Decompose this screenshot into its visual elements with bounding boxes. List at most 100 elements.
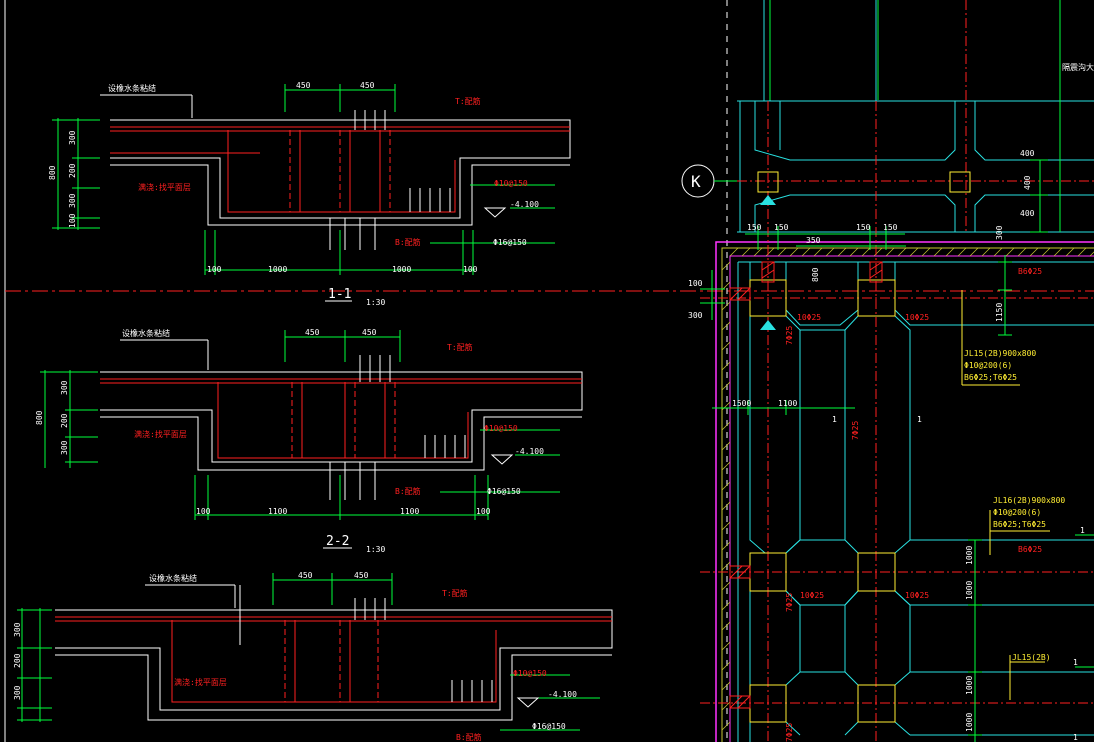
column [949, 171, 971, 193]
top-note: 隔震沟大样 [1062, 62, 1094, 72]
dim-top-1: 450 [296, 81, 311, 90]
dim-left-2: 200 [13, 653, 22, 668]
dim: 1150 [995, 303, 1004, 322]
beam3-label: JL15(2B) [1012, 653, 1051, 662]
section-3: 450 450 300 200 300 设橡水条粘结 T:配筋 满浇:找平面层 … [13, 571, 613, 742]
dim-top-2: 450 [362, 328, 377, 337]
foundation-plan: K [681, 0, 1094, 742]
bar-label: Φ16@150 [487, 487, 521, 496]
column [857, 279, 896, 317]
top-rebar-label: T:配筋 [447, 342, 473, 352]
dim-bottom-3: 1000 [392, 265, 411, 274]
section-title: 2-2 [326, 534, 349, 549]
dim: 1100 [778, 399, 797, 408]
dim: 150 [856, 223, 871, 232]
bottom-rebar-label: B:配筋 [395, 486, 421, 496]
dim-left-total: 800 [48, 165, 57, 180]
dim-left-1: 300 [68, 130, 77, 145]
beam1-label: JL15(2B)900x800 [964, 349, 1036, 358]
dim: 300 [995, 225, 1004, 240]
elevation-label: -4.100 [510, 200, 539, 209]
dim: 300 [688, 311, 703, 320]
dim-left-total: 800 [35, 410, 44, 425]
beam1-rebar: B6Φ25;T6Φ25 [964, 373, 1017, 382]
dim-left-3: 300 [60, 440, 69, 455]
dim-left-2: 200 [68, 163, 77, 178]
dim-left-3: 300 [68, 193, 77, 208]
dim-top-2: 450 [360, 81, 375, 90]
axis-label: K [691, 172, 701, 191]
column [757, 171, 779, 193]
rebar-label: 7Φ25 [785, 723, 794, 742]
section-scale: 1:30 [366, 298, 385, 307]
elevation-label: -4.100 [515, 447, 544, 456]
elevation-label: -4.100 [548, 690, 577, 699]
section-2-2: 450 450 100 1100 1100 100 300 200 300 80… [35, 328, 583, 554]
rebar-label: 10Φ25 [797, 313, 821, 322]
beam1-stirrup: Φ10@200(6) [964, 361, 1012, 370]
stirrup-label: Φ10@150 [494, 179, 528, 188]
dim: 150 [747, 223, 762, 232]
leader-ticks [100, 94, 451, 250]
fill-label: 满浇:找平面层 [138, 182, 191, 192]
dim: 350 [806, 236, 821, 245]
section-mark: 1 [832, 415, 837, 424]
rebar-label: B6Φ25 [1018, 267, 1042, 276]
beam2-rebar: B6Φ25;T6Φ25 [993, 520, 1046, 529]
dim: 1000 [965, 546, 974, 565]
beam2-stirrup: Φ10@200(6) [993, 508, 1041, 517]
cushion-outline [110, 164, 570, 226]
dim: 150 [774, 223, 789, 232]
top-rebar-label: T:配筋 [455, 96, 481, 106]
fill-label: 满浇:找平面层 [134, 429, 187, 439]
dim-left-2: 200 [60, 413, 69, 428]
top-rebar-label: T:配筋 [442, 588, 468, 598]
bar-label: Φ16@150 [532, 722, 566, 731]
cushion-outline [100, 416, 582, 471]
section-mark: 1 [1073, 658, 1078, 667]
beam2-label: JL16(2B)900x800 [993, 496, 1065, 505]
dim: 400 [1020, 149, 1035, 158]
dim-top-2: 450 [354, 571, 369, 580]
dim: 1000 [965, 713, 974, 732]
section-outline [100, 371, 583, 463]
dim-bottom-4: 100 [476, 507, 491, 516]
bottom-rebar-label: B:配筋 [395, 237, 421, 247]
section-mark: 1 [1080, 526, 1085, 535]
waterstop-label: 设橡水条粘结 [108, 83, 156, 93]
column [857, 684, 896, 723]
dim: 800 [811, 267, 820, 282]
dim-top-1: 450 [298, 571, 313, 580]
bar-label: Φ16@150 [493, 238, 527, 247]
dim-left-4: 100 [68, 213, 77, 228]
section-mark: 1 [917, 415, 922, 424]
section-mark: 1 [1073, 733, 1078, 742]
dim-bottom-2: 1000 [268, 265, 287, 274]
section-1-1: 450 450 100 1000 1000 100 300 200 300 10… [48, 81, 571, 307]
fill-label: 满浇:找平面层 [174, 677, 227, 687]
dim: 1000 [965, 581, 974, 600]
rebar-label: 7Φ25 [851, 421, 860, 440]
rebar-label: 10Φ25 [905, 591, 929, 600]
bottom-rebar-label: B:配筋 [456, 732, 482, 742]
stirrup-label: Φ10@150 [484, 424, 518, 433]
dim-bottom-1: 100 [196, 507, 211, 516]
dim-left-3: 300 [13, 685, 22, 700]
dim-bottom-1: 100 [207, 265, 222, 274]
rebar-label: 10Φ25 [800, 591, 824, 600]
dim-left-1: 300 [60, 380, 69, 395]
section-scale: 1:30 [366, 545, 385, 554]
dim: 400 [1023, 175, 1032, 190]
column [857, 552, 896, 592]
waterstop-label: 设橡水条粘结 [122, 328, 170, 338]
section-outline [110, 119, 571, 219]
dim-bottom-2: 1100 [268, 507, 287, 516]
dim-left-1: 300 [13, 622, 22, 637]
dim: 150 [883, 223, 898, 232]
dim: 100 [688, 279, 703, 288]
stirrup-label: Φ10@150 [513, 669, 547, 678]
dim-bottom-4: 100 [463, 265, 478, 274]
rebar-label: 10Φ25 [905, 313, 929, 322]
dim-bottom-3: 1100 [400, 507, 419, 516]
